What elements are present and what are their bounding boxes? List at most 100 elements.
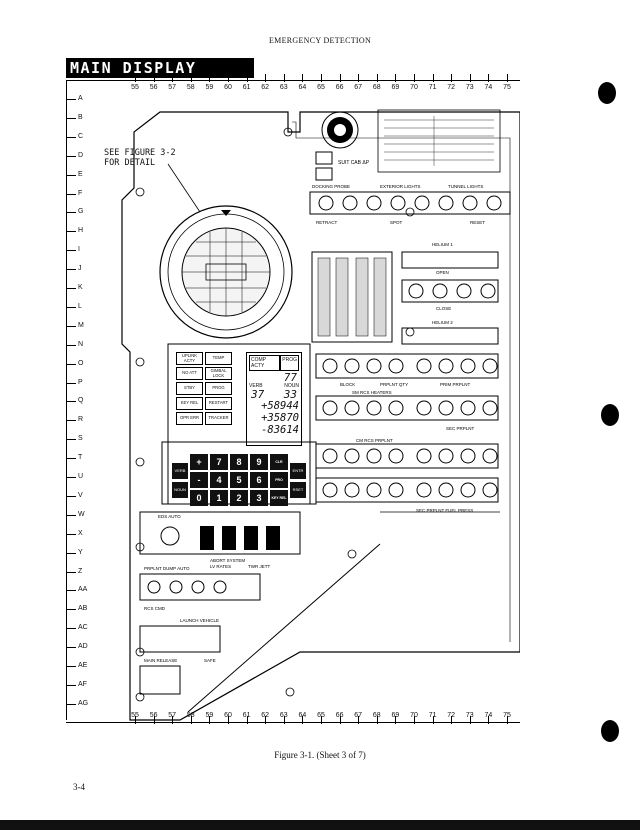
twr-jett-label: TWR JETT <box>248 564 270 569</box>
prplnt-qty-label: PRPLNT QTY <box>380 382 408 387</box>
column-label: 71 <box>428 84 437 91</box>
tunnel-lights-label: TUNNEL LIGHTS <box>448 184 483 189</box>
keypad-key[interactable]: + <box>190 454 208 470</box>
panel-outline-inner <box>292 121 511 642</box>
column-label: 61 <box>242 84 251 91</box>
row-label: AF <box>78 680 87 688</box>
column-label: 62 <box>261 712 270 719</box>
keypad-key[interactable]: - <box>190 472 208 488</box>
column-label: 72 <box>447 712 456 719</box>
status-light: NO ATT <box>176 367 203 380</box>
ruler-tick <box>302 74 304 82</box>
row-tick <box>66 136 76 138</box>
row-label: AA <box>78 586 88 594</box>
keypad-key[interactable]: 1 <box>210 490 228 506</box>
column-label: 65 <box>317 712 325 719</box>
ruler-tick <box>339 716 341 724</box>
prog-value: 77 <box>283 371 297 384</box>
row-label: K <box>78 284 83 291</box>
keypad-key[interactable]: 3 <box>250 490 268 506</box>
row-tick <box>66 269 76 271</box>
row-label: E <box>78 170 83 178</box>
prog-label: PROG <box>280 355 299 371</box>
column-label: 58 <box>186 712 195 719</box>
column-label: 56 <box>149 712 158 719</box>
keypad-key[interactable]: 8 <box>230 454 248 470</box>
column-label: 66 <box>335 712 344 719</box>
column-label: 64 <box>298 84 307 91</box>
row-label: D <box>78 151 84 159</box>
column-label: 73 <box>465 84 474 91</box>
column-label: 75 <box>503 84 511 91</box>
column-label: 66 <box>335 84 344 91</box>
row-tick <box>66 684 76 686</box>
ruler-tick <box>451 74 453 82</box>
status-light: OPR ERR <box>176 412 203 425</box>
row-label: AC <box>78 624 88 632</box>
row-label: P <box>78 378 83 386</box>
comp-acty-light: COMP ACTY <box>249 355 281 371</box>
column-label: 75 <box>503 712 511 719</box>
row-tick <box>66 458 76 460</box>
page-number: 3-4 <box>73 782 85 792</box>
block-label: BLOCK <box>340 382 355 387</box>
row-label: B <box>78 113 83 121</box>
column-label: 55 <box>131 84 139 91</box>
keypad-key[interactable]: 0 <box>190 490 208 506</box>
column-label: 68 <box>372 84 381 91</box>
ruler-tick <box>451 716 453 724</box>
helium-2-label: HELIUM 2 <box>432 320 453 325</box>
keypad-key[interactable]: 7 <box>210 454 228 470</box>
ruler-tick <box>507 716 508 724</box>
key-entr[interactable]: ENTR <box>290 462 306 479</box>
status-light: TEMP <box>205 352 232 365</box>
figure-caption: Figure 3-1. (Sheet 3 of 7) <box>274 750 366 760</box>
dsky-display: COMP ACTY PROG 77 VERB NOUN 37 33 +58944… <box>246 352 302 446</box>
row-label: V <box>78 491 83 499</box>
helium-1-label: HELIUM 1 <box>432 242 453 247</box>
key-rset[interactable]: RSET <box>290 481 306 498</box>
row-label: X <box>78 529 83 537</box>
row-label: U <box>78 473 84 480</box>
keypad-key[interactable]: 5 <box>230 472 248 488</box>
prplnt-qty-gauge <box>311 251 393 343</box>
ruler-tick <box>376 74 378 82</box>
key-noun[interactable]: NOUN <box>172 481 188 498</box>
binder-hole-top <box>598 82 616 104</box>
keypad-key[interactable]: 2 <box>230 490 248 506</box>
docking-probe-label: DOCKING PROBE <box>312 184 350 189</box>
column-label: 58 <box>186 84 195 91</box>
row-tick <box>66 99 76 100</box>
toggle-row-lights: DOCKING PROBE EXTERIOR LIGHTS TUNNEL LIG… <box>309 184 511 225</box>
keypad-key[interactable]: 9 <box>250 454 268 470</box>
column-label: 74 <box>484 712 493 719</box>
row-label: L <box>78 302 82 310</box>
keypad-key[interactable]: KEY REL <box>270 490 288 506</box>
prim-prplnt-label: PRIM PRPLNT <box>440 382 471 387</box>
ruler-tick <box>488 74 490 82</box>
column-label: 57 <box>168 84 177 91</box>
column-label: 59 <box>205 712 214 719</box>
leader-line <box>167 163 201 213</box>
ruler-tick <box>228 74 229 82</box>
keypad-key[interactable]: 4 <box>210 472 228 488</box>
row-tick <box>66 344 76 346</box>
keypad-key[interactable]: 6 <box>250 472 268 488</box>
open-label-1: OPEN <box>436 270 449 275</box>
key-verb[interactable]: VERB <box>172 462 188 479</box>
keypad-key[interactable]: CLR <box>270 454 288 470</box>
row-tick <box>66 401 76 403</box>
bottom-ruler <box>66 722 520 723</box>
helium-2-switches: HELIUM 2 <box>401 320 499 345</box>
column-label: 56 <box>149 84 158 91</box>
row-tick <box>66 647 76 649</box>
row-tick <box>66 155 76 157</box>
heaters-switch-row: SM RCS HEATERS SEC PRPLNT <box>315 390 499 431</box>
main-release-label: MAIN RELEASE <box>144 658 177 663</box>
lv-rates-label: LV RATES <box>210 564 231 569</box>
keypad-key[interactable]: PRO <box>270 472 288 488</box>
row-label: J <box>78 265 82 273</box>
launch-vehicle-label: LAUNCH VEHICLE <box>180 618 219 623</box>
